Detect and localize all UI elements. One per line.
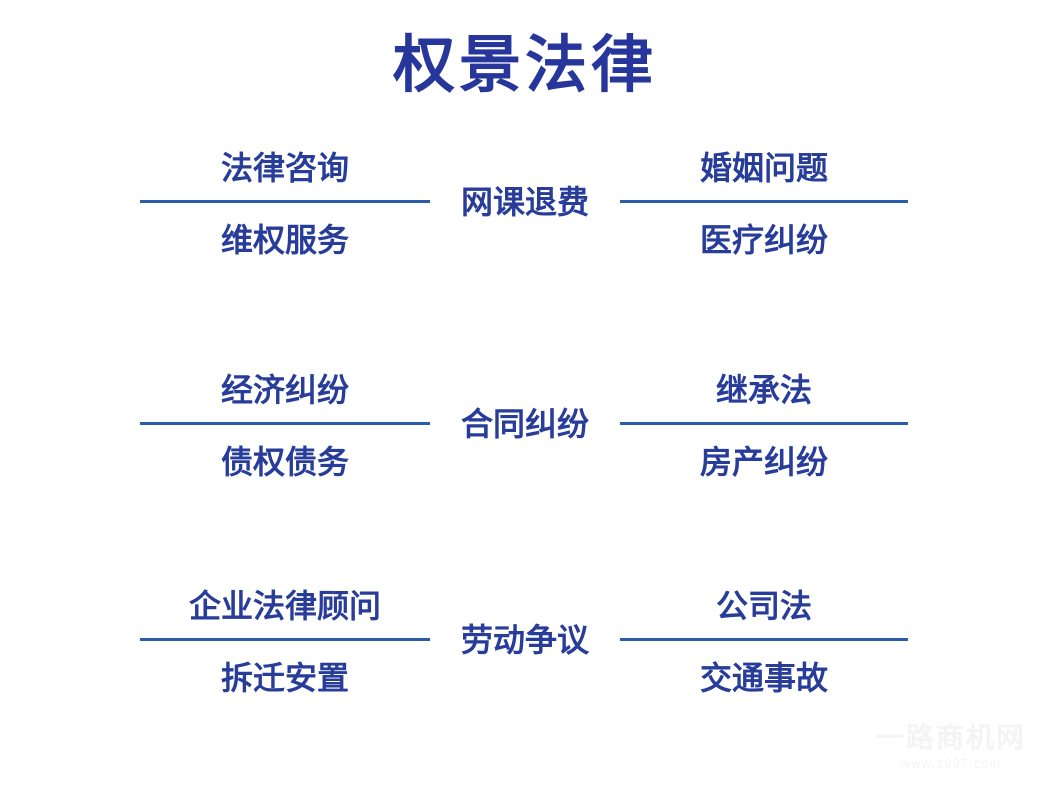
service-group-left-2: 经济纠纷 债权债务 [140,372,430,480]
service-label: 债权债务 [220,444,349,480]
service-group-right-1: 婚姻问题 医疗纠纷 [620,150,908,258]
service-label-center-1: 网课退费 [460,184,589,220]
divider-line [140,200,430,203]
page-title: 权景法律 [392,31,657,100]
service-label: 交通事故 [699,660,828,696]
service-label: 维权服务 [220,222,349,258]
service-label: 经济纠纷 [220,372,349,408]
service-label-center-3: 劳动争议 [460,622,589,658]
service-row-1: 法律咨询 维权服务 网课退费 婚姻问题 医疗纠纷 [0,150,1050,270]
watermark-text: 一路商机网 [875,722,1026,753]
service-group-left-3: 企业法律顾问 拆迁安置 [140,588,430,696]
service-label: 房产纠纷 [699,444,828,480]
service-label: 公司法 [715,588,812,624]
service-label: 企业法律顾问 [188,588,381,624]
service-label-center-2: 合同纠纷 [460,406,589,442]
watermark: 一路商机网 www.1637.com [876,716,1026,771]
service-row-3: 企业法律顾问 拆迁安置 劳动争议 公司法 交通事故 [0,588,1050,708]
divider-line [140,638,430,641]
divider-line [140,422,430,425]
service-row-2: 经济纠纷 债权债务 合同纠纷 继承法 房产纠纷 [0,372,1050,492]
service-label: 继承法 [715,372,812,408]
service-label: 拆迁安置 [220,660,349,696]
service-label: 医疗纠纷 [699,222,828,258]
watermark-url: www.1637.com [900,756,1002,771]
service-group-right-2: 继承法 房产纠纷 [620,372,908,480]
divider-line [620,422,908,425]
divider-line [620,200,908,203]
divider-line [620,638,908,641]
service-group-right-3: 公司法 交通事故 [620,588,908,696]
service-group-left-1: 法律咨询 维权服务 [140,150,430,258]
service-label: 法律咨询 [220,150,349,186]
service-label: 婚姻问题 [699,150,828,186]
